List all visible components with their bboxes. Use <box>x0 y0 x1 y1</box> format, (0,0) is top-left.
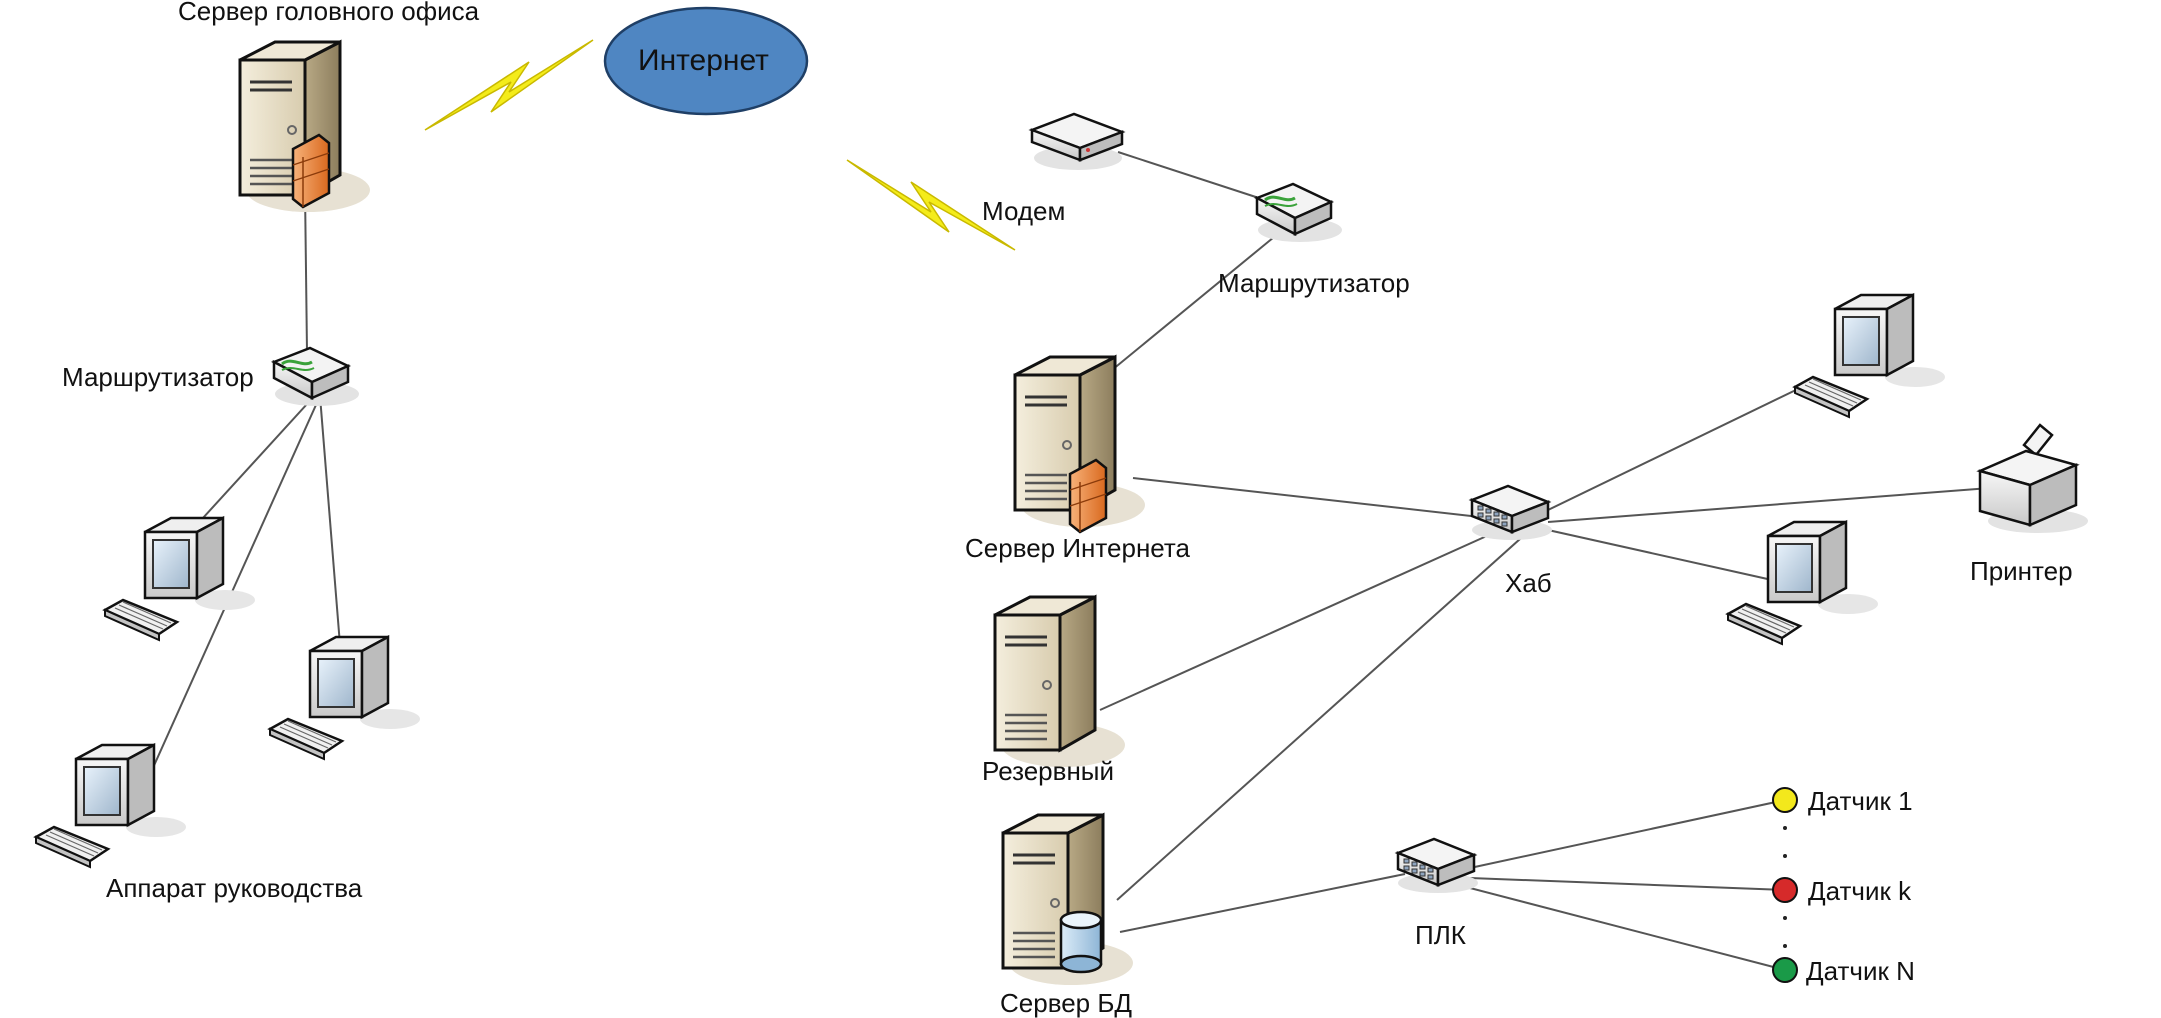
head-server-label: Сервер головного офиса <box>178 0 480 26</box>
router-left-label: Маршрутизатор <box>62 362 254 392</box>
sensor-1-label: Датчик 1 <box>1808 786 1913 816</box>
sensor-k-label: Датчик k <box>1808 876 1912 906</box>
router-icon <box>1255 182 1344 244</box>
computer-icon <box>103 516 257 642</box>
computer-icon <box>268 635 422 761</box>
sensor-1-indicator <box>1772 787 1798 813</box>
firewall-icon <box>1068 458 1108 534</box>
internet-cloud <box>603 6 809 116</box>
connection-lines <box>151 151 1991 971</box>
hub-label: Хаб <box>1505 568 1552 598</box>
router-icon <box>272 346 361 408</box>
sensor-k-indicator <box>1772 877 1798 903</box>
internet-label: Интернет <box>638 44 769 77</box>
printer-label: Принтер <box>1970 556 2073 586</box>
database-icon <box>1059 910 1103 974</box>
computer-icon <box>1793 293 1947 419</box>
router-right-label: Маршрутизатор <box>1218 268 1410 298</box>
hub-icon <box>1470 484 1554 542</box>
internet-server-label: Сервер Интернета <box>965 533 1190 563</box>
computer-icon <box>1726 520 1880 646</box>
firewall-icon <box>291 133 331 209</box>
modem-label: Модем <box>982 196 1066 226</box>
sensor-n-label: Датчик N <box>1806 956 1915 986</box>
db-server-label: Сервер БД <box>1000 988 1133 1018</box>
printer-icon <box>1978 423 2090 535</box>
modem-icon <box>1030 112 1124 172</box>
reserve-label: Резервный <box>982 756 1115 786</box>
server-icon <box>993 595 1127 769</box>
plc-label: ПЛК <box>1415 920 1466 950</box>
computer-icon <box>34 743 188 869</box>
hub-icon <box>1396 837 1480 895</box>
lightning-icon <box>424 39 594 131</box>
management-label: Аппарат руководства <box>106 873 363 903</box>
ellipsis-dots <box>1783 826 1787 948</box>
sensor-n-indicator <box>1772 957 1798 983</box>
